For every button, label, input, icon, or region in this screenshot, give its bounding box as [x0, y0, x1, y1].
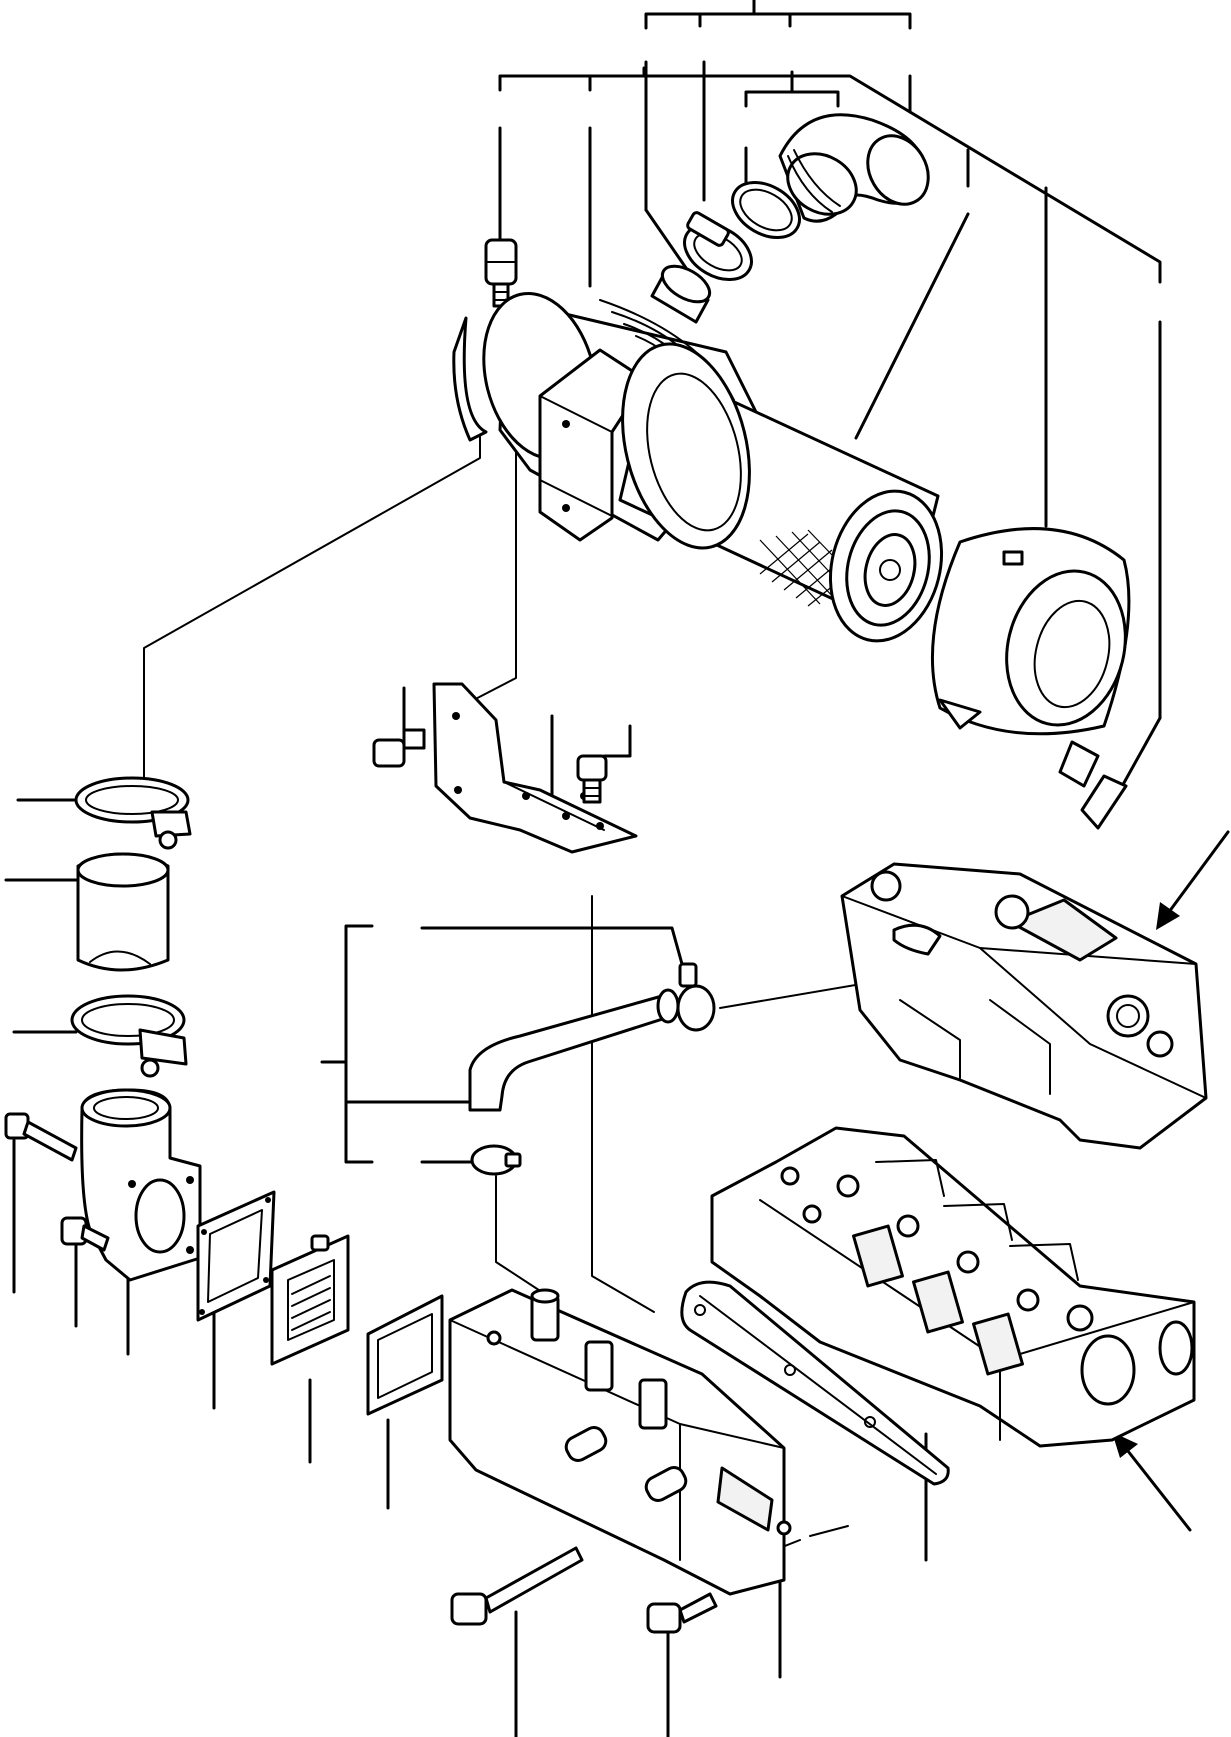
hose-clamp-icon — [731, 181, 801, 239]
manifold-icon — [448, 1288, 792, 1596]
cylinder-head-icon — [710, 1126, 1196, 1448]
hose-icon — [468, 988, 680, 1112]
leader-lines — [4, 0, 1230, 1737]
elbow-flange-icon — [80, 1088, 202, 1282]
bracket-icon — [432, 682, 638, 854]
valve-icon — [1058, 740, 1128, 830]
bolt-icon — [60, 1216, 110, 1252]
gasket-icon — [366, 1294, 444, 1416]
gasket-icon — [680, 1280, 950, 1486]
hose-icon — [76, 852, 170, 972]
hose-clamp-icon — [70, 994, 188, 1078]
hose-clamp-icon — [683, 211, 753, 281]
hose-clamp-icon — [74, 776, 192, 850]
gasket-icon — [196, 1190, 276, 1322]
elbow-hose-icon — [778, 113, 930, 223]
indicator-icon — [484, 238, 518, 308]
mesh-pattern — [759, 529, 859, 607]
bolt-icon — [4, 1112, 78, 1162]
bolt-icon — [646, 1592, 718, 1634]
bolt-icon — [576, 754, 608, 804]
heater-icon — [270, 1234, 350, 1366]
bolt-icon — [372, 728, 426, 768]
rocker-cover-icon — [840, 862, 1208, 1150]
bolt-icon — [450, 1546, 584, 1626]
spring-clamp-icon — [676, 962, 716, 1032]
cover-icon — [930, 527, 1131, 736]
spring-clamp-icon — [470, 1144, 522, 1176]
sleeve-icon — [650, 264, 712, 324]
filter-element-icon — [618, 342, 944, 643]
